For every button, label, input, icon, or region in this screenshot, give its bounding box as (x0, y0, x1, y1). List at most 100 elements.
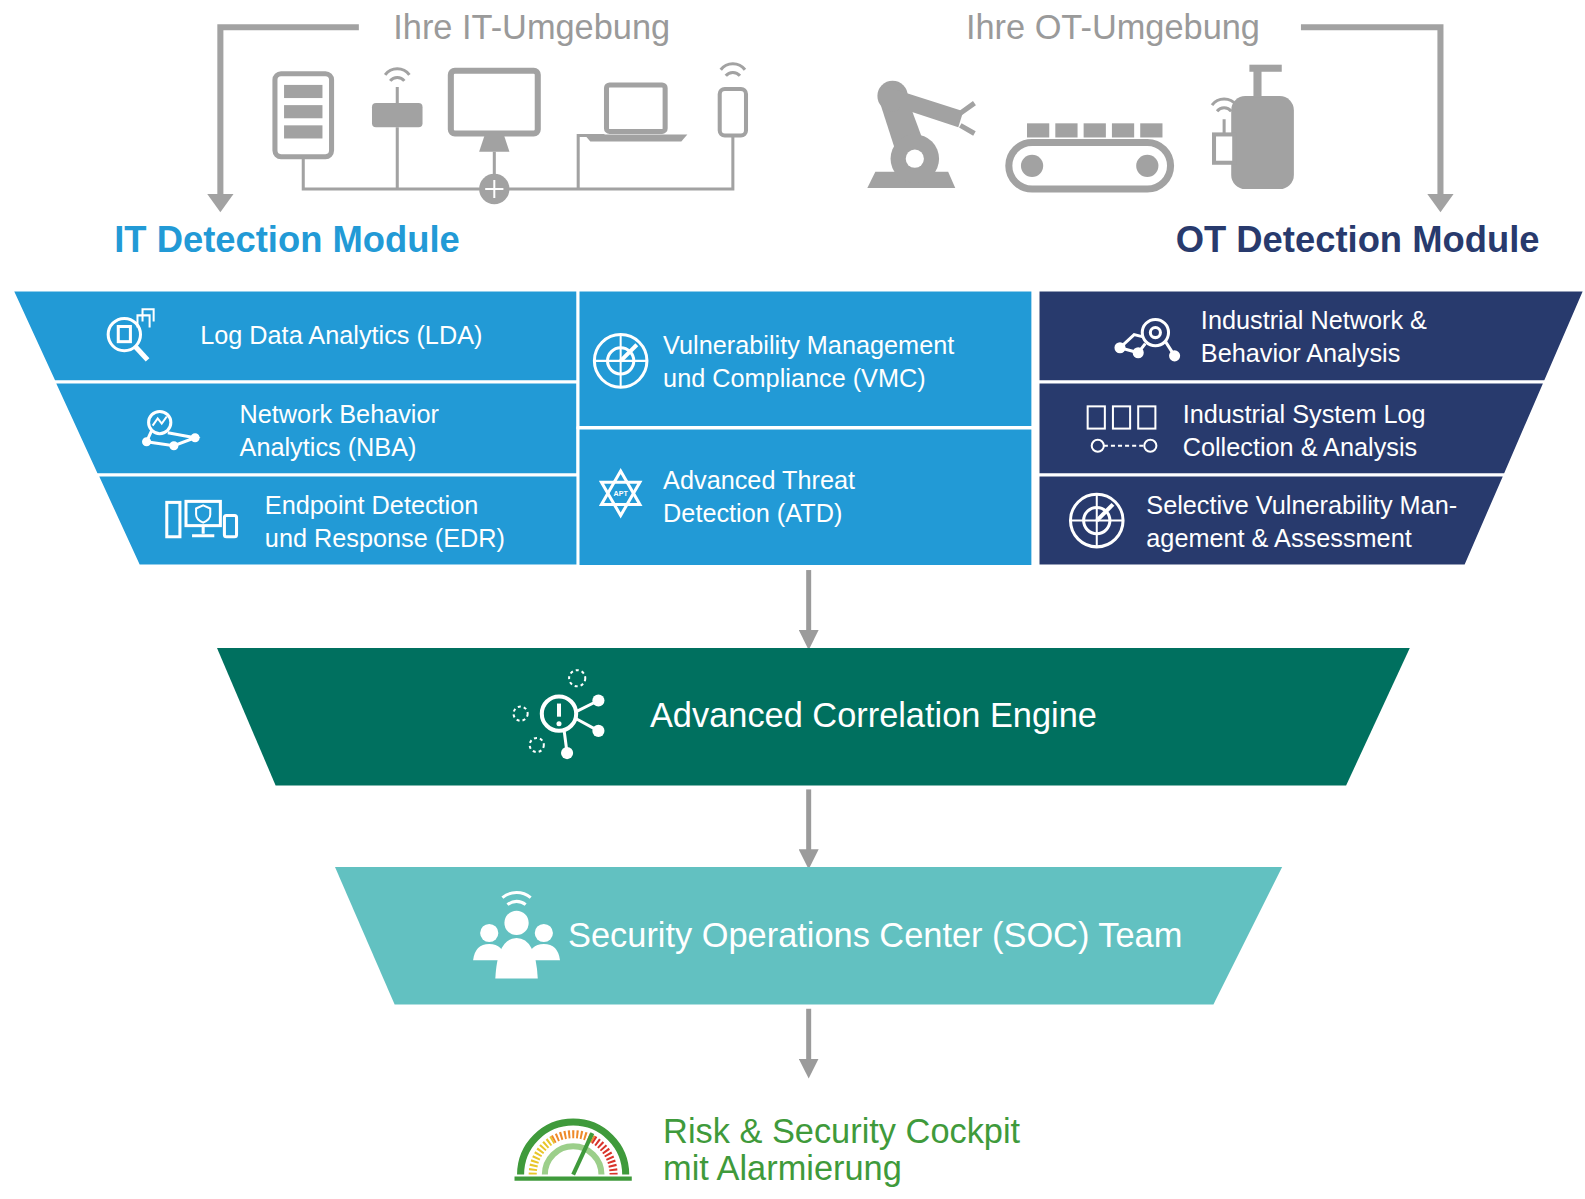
ot-machines (1140, 123, 1162, 137)
ot-machines (1112, 123, 1134, 137)
gauge-icon (545, 1146, 602, 1174)
box-label: Risk & Security Cockpit mit Alarmierung (663, 1113, 1067, 1189)
cell-icon (118, 327, 130, 342)
box-label: Industrial Network & Behavior Analysis (1201, 304, 1474, 370)
illustration (108, 27, 1453, 1178)
band-shape (578, 428, 1033, 566)
ot-machines (888, 87, 964, 127)
gauge-icon (521, 1122, 626, 1175)
it-devices (607, 85, 666, 131)
it-devices (721, 64, 745, 76)
ot-machines (867, 172, 955, 188)
gauge-icon (553, 1134, 593, 1139)
cockpit-output: Risk & Security Cockpit mit Alarmierung (505, 1077, 1071, 1199)
engine-icon (514, 670, 605, 759)
ot-machines (1253, 67, 1261, 97)
cell-icon (1092, 440, 1104, 452)
engine-icon (542, 696, 576, 730)
module-cell: Industrial System Log Collection & Analy… (1038, 382, 1545, 475)
cell-icon (171, 443, 177, 449)
flow-arrow (806, 1009, 811, 1073)
cell-icon (137, 309, 153, 327)
bracket-arrow (207, 27, 1453, 212)
cell-icon (135, 347, 147, 360)
ot-machines (891, 134, 940, 183)
ot-machines (1212, 99, 1236, 134)
team-icon (480, 924, 498, 942)
it-devices (451, 71, 538, 134)
cell-icon (1113, 406, 1130, 428)
team-icon (473, 893, 560, 979)
cell-icon (224, 516, 236, 537)
module-heading: IT Detection Module (114, 216, 549, 263)
icon-label: APT (614, 490, 628, 498)
team-icon (502, 893, 530, 905)
cell-icon (192, 435, 198, 441)
cell-icon (108, 318, 140, 350)
ot-machines (1231, 96, 1294, 189)
engine-icon (556, 721, 561, 726)
cell-icon (1070, 494, 1123, 547)
it-devices (479, 174, 509, 204)
gauge-icon (593, 1140, 613, 1175)
cell-icon (153, 416, 167, 425)
team-icon (535, 924, 553, 942)
cell-icon (1116, 344, 1124, 352)
module-cell: Log Data Analytics (LDA) (12, 290, 578, 382)
environment-label: Ihre OT-Umgebung (966, 7, 1260, 48)
cell-icon (1150, 328, 1160, 338)
cell-icon (1088, 406, 1105, 428)
engine-icon (592, 694, 604, 706)
ot-machines (1021, 155, 1043, 177)
gauge-icon (515, 1122, 632, 1179)
ot-machines (960, 103, 974, 133)
it-devices (284, 85, 322, 98)
band-shape (97, 475, 578, 566)
box-label: Advanced Threat Detection (ATD) (663, 464, 916, 530)
it-devices (720, 89, 746, 135)
it-devices (275, 64, 746, 205)
box-label: Vulnerability Management und Compliance … (663, 329, 1002, 395)
box-label: Security Operations Center (SOC) Team (568, 913, 1235, 958)
team-icon (473, 944, 505, 960)
module-cell: Selective Vulnerability Man- agement & A… (1038, 475, 1505, 566)
band-fill (1038, 382, 1545, 475)
bracket-arrow (220, 27, 358, 198)
band-fill (217, 648, 1410, 785)
gauge-icon (573, 1133, 592, 1174)
cell-icon (196, 505, 210, 522)
cell-icon (167, 502, 180, 536)
module-group: IT Detection ModuleLog Data Analytics (L… (12, 212, 1033, 566)
engine-icon (592, 725, 604, 737)
cell-icon (147, 431, 196, 446)
ot-machines (1214, 134, 1234, 162)
it-devices (485, 180, 503, 198)
cell-icon (149, 411, 171, 433)
band-shape (1038, 475, 1505, 566)
bracket-arrow (207, 194, 233, 212)
cell-icon (1134, 349, 1142, 357)
module-heading: OT Detection Module (1105, 216, 1540, 263)
soc-band: Security Operations Center (SOC) Team (335, 867, 1282, 1004)
band-fill (335, 867, 1282, 1004)
module-cell: Vulnerability Management und Compliance … (578, 290, 1033, 427)
box-label: Network Behavior Analytics (NBA) (240, 398, 478, 464)
band-fill (1038, 290, 1585, 382)
engine-icon (514, 707, 528, 721)
cell-icon (601, 482, 639, 515)
gauge-icon (533, 1140, 553, 1175)
ot-machines (879, 91, 928, 164)
cell-icon (1120, 335, 1175, 356)
ot-machines (877, 81, 907, 111)
ot-machines (867, 65, 1294, 189)
environment-label: Ihre IT-Umgebung (393, 7, 670, 48)
ot-machines (1136, 155, 1158, 177)
module-cell: Network Behavior Analytics (NBA) (54, 382, 578, 475)
cell-icon (621, 345, 637, 361)
cell-icon (608, 348, 634, 374)
band-fill (97, 475, 578, 566)
band-shape (1038, 290, 1585, 382)
module-group: OT Detection ModuleIndustrial Network & … (1038, 212, 1585, 566)
